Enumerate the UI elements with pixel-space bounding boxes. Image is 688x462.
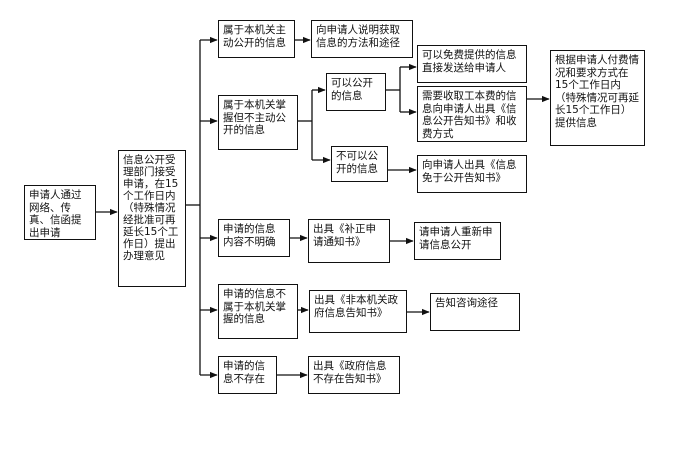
node-tell-method: 向申请人说明获取信息的方法和途径 xyxy=(311,20,413,58)
node-inform-channel: 告知咨询途径 xyxy=(430,293,520,331)
node-active-public: 属于本机关主动公开的信息 xyxy=(218,20,295,58)
node-not-active: 属于本机关掌握但不主动公开的信息 xyxy=(218,95,298,150)
node-cannot-open: 不可以公开的信息 xyxy=(331,146,388,182)
node-applicant: 申请人通过网络、传真、信函提出申请 xyxy=(24,185,96,240)
node-not-exist: 申请的信息不存在 xyxy=(218,356,277,394)
node-provide-final: 根据申请人付费情况和要求方式在15个工作日内（特殊情况可再延长15个工作日）提供… xyxy=(550,50,645,146)
node-non-agency-notice: 出具《非本机关政府信息告知书》 xyxy=(309,290,407,333)
node-accept: 信息公开受理部门接受申请，在15个工作日内（特殊情况经批准可再延长15个工作日）… xyxy=(118,150,186,287)
node-not-exist-notice: 出具《政府信息不存在告知书》 xyxy=(308,356,400,394)
node-fee-notice: 需要收取工本费的信息向申请人出具《信息公开告知书》和收费方式 xyxy=(417,86,527,142)
node-correction-notice: 出具《补正申请通知书》 xyxy=(308,219,390,263)
node-can-open: 可以公开的信息 xyxy=(326,73,386,111)
node-reapply: 请申请人重新申请信息公开 xyxy=(414,222,501,260)
node-unclear: 申请的信息内容不明确 xyxy=(218,219,290,257)
node-not-held: 申请的信息不属于本机关掌握的信息 xyxy=(218,284,298,339)
node-free-provide: 可以免费提供的信息直接发送给申请人 xyxy=(417,45,527,83)
node-exempt-notice: 向申请人出具《信息免于公开告知书》 xyxy=(417,155,527,193)
